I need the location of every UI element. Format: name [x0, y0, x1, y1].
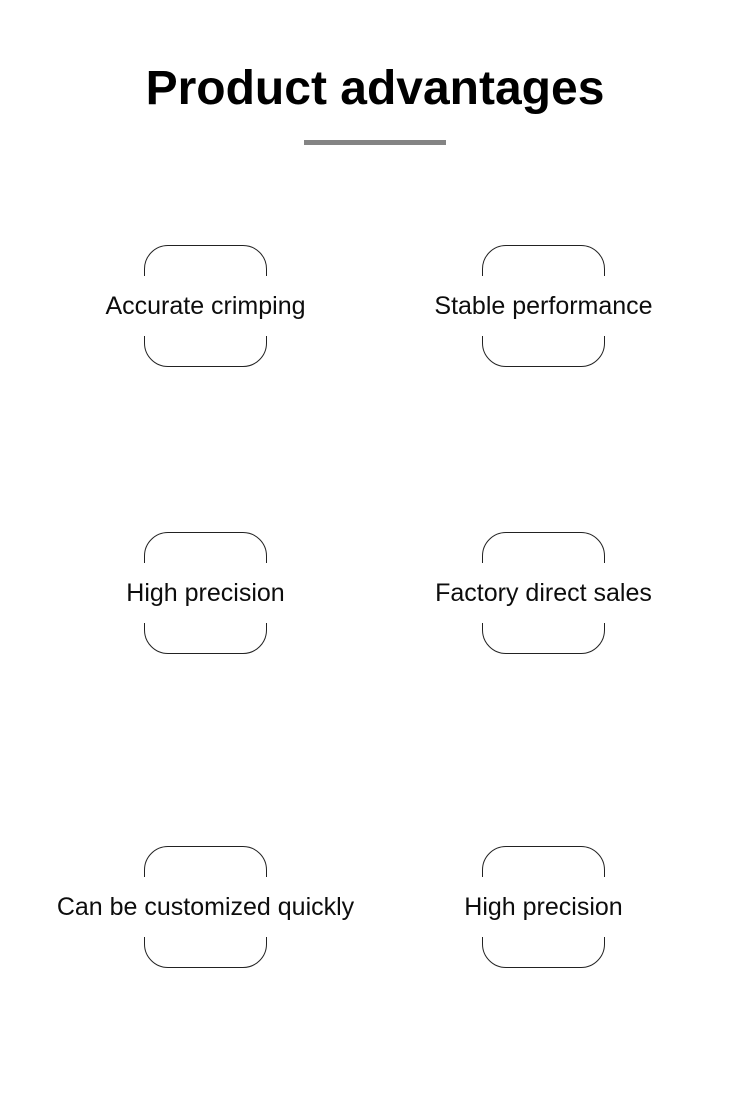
- advantage-card: Factory direct sales: [353, 532, 734, 654]
- advantage-label-band: High precision: [353, 877, 734, 937]
- title-divider: [304, 140, 446, 145]
- advantage-label-band: Accurate crimping: [15, 276, 396, 336]
- advantage-label: Factory direct sales: [435, 578, 652, 607]
- advantage-label-band: Factory direct sales: [353, 563, 734, 623]
- advantage-card: Can be customized quickly: [15, 846, 396, 968]
- advantage-label: Stable performance: [434, 291, 653, 320]
- page-title: Product advantages: [145, 62, 605, 115]
- advantage-label: Accurate crimping: [105, 291, 306, 320]
- advantage-card: High precision: [15, 532, 396, 654]
- advantage-label-band: Can be customized quickly: [15, 877, 396, 937]
- advantage-label-band: High precision: [15, 563, 396, 623]
- advantage-card: Stable performance: [353, 245, 734, 367]
- advantage-card: High precision: [353, 846, 734, 968]
- advantage-label: Can be customized quickly: [56, 892, 355, 921]
- advantage-label: High precision: [126, 578, 285, 607]
- advantage-label: High precision: [464, 892, 623, 921]
- advantage-card: Accurate crimping: [15, 245, 396, 367]
- advantage-label-band: Stable performance: [353, 276, 734, 336]
